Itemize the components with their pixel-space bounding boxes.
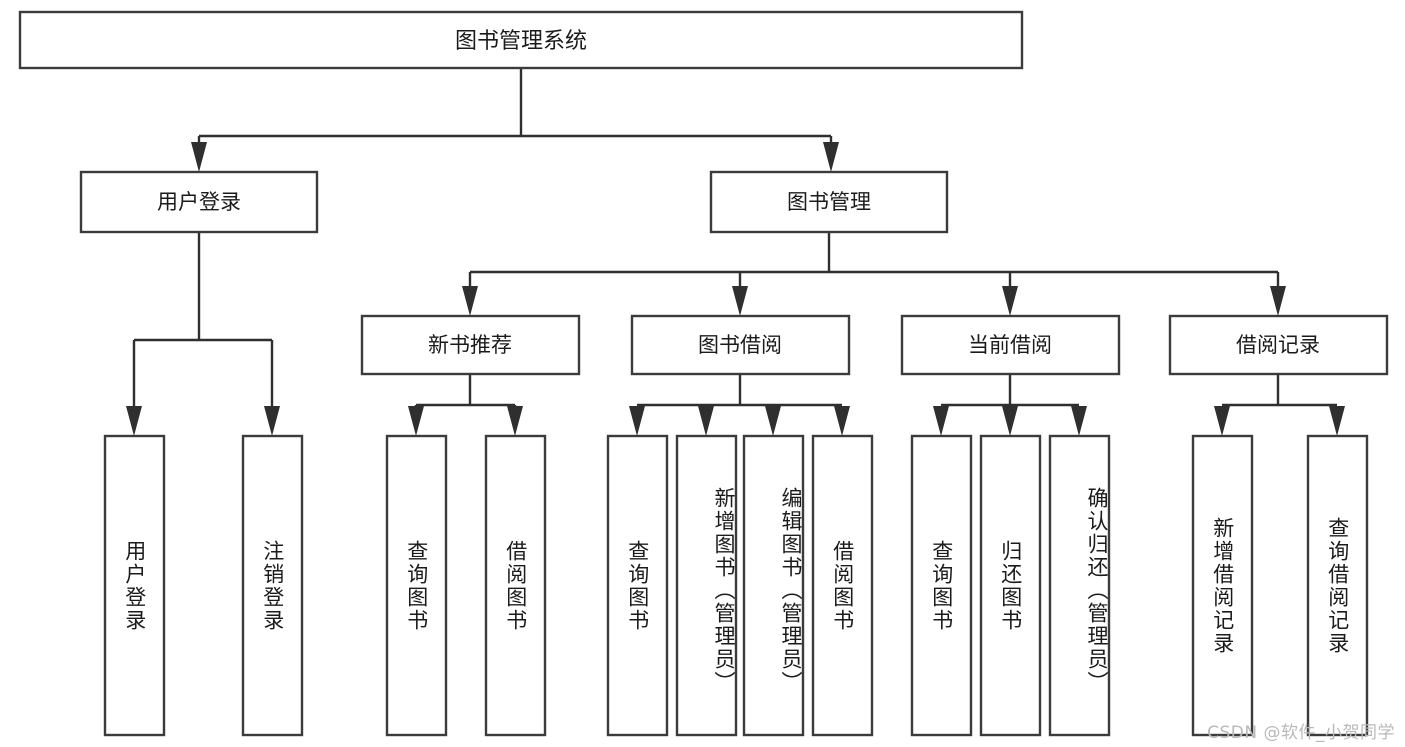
node-book-borrow-label: 图书借阅 (698, 333, 782, 357)
arrow-head-leaf-user-login (126, 406, 142, 436)
leaf-box-borrow-query[interactable] (606, 434, 669, 737)
node-book-borrow-box[interactable] (630, 314, 851, 376)
arrow-head-borrow-leaf-4 (834, 406, 850, 436)
arrow-head-leaf-logout (264, 406, 280, 436)
node-user-login-box[interactable] (79, 170, 319, 234)
arrow-head-newbook-leaf-2 (507, 406, 523, 436)
leaf-box-current-confirm[interactable] (1048, 434, 1111, 737)
node-book-management-label: 图书管理 (787, 190, 871, 214)
arrow-head-current-borrow (1002, 286, 1018, 316)
arrow-head-borrow-leaf-2 (698, 406, 714, 436)
node-borrow-record-box[interactable] (1168, 314, 1389, 376)
node-borrow-record-label: 借阅记录 (1236, 333, 1320, 357)
node-current-borrow-box[interactable] (900, 314, 1121, 376)
watermark-text: CSDN @软件_小贺同学 (1207, 723, 1395, 743)
leaf-box-record-query[interactable] (1306, 434, 1369, 737)
leaf-box-current-return[interactable] (979, 434, 1042, 737)
arrow-head-borrow-record (1270, 286, 1286, 316)
arrow-head-borrow-leaf-3 (765, 406, 781, 436)
node-book-borrow[interactable]: 图书借阅 (630, 314, 851, 376)
arrow-head-borrow-leaf-1 (629, 406, 645, 436)
leaf-box-logout[interactable] (241, 434, 304, 737)
arrow-head-current-leaf-1 (933, 406, 949, 436)
arrow-head-newbook-leaf-1 (408, 406, 424, 436)
arrow-head-current-leaf-3 (1071, 406, 1087, 436)
node-book-management[interactable]: 图书管理 (709, 170, 949, 234)
node-root[interactable]: 图书管理系统 (18, 10, 1024, 70)
node-user-login-label: 用户登录 (157, 190, 241, 214)
arrow-head-record-leaf-1 (1214, 406, 1230, 436)
node-new-book-recommend-label: 新书推荐 (428, 333, 512, 357)
arrow-head-new-book-rec (462, 286, 478, 316)
arrow-head-book-borrow (732, 286, 748, 316)
node-new-book-recommend[interactable]: 新书推荐 (360, 314, 581, 376)
arrow-head-current-leaf-2 (1002, 406, 1018, 436)
leaf-box-newbook-query[interactable] (385, 434, 448, 737)
leaf-box-user-login[interactable] (103, 434, 166, 737)
connector-layer (126, 68, 1345, 436)
leaf-box-group (103, 434, 1369, 737)
node-book-management-box[interactable] (709, 170, 949, 234)
leaf-box-borrow-add[interactable] (675, 434, 738, 737)
node-root-box[interactable] (18, 10, 1024, 70)
node-current-borrow[interactable]: 当前借阅 (900, 314, 1121, 376)
arrow-head-record-leaf-2 (1329, 406, 1345, 436)
node-new-book-recommend-box[interactable] (360, 314, 581, 376)
arrow-head-book-mgmt (823, 142, 839, 172)
node-user-login[interactable]: 用户登录 (79, 170, 319, 234)
leaf-box-record-add[interactable] (1191, 434, 1254, 737)
leaf-box-newbook-borrow[interactable] (484, 434, 547, 737)
leaf-box-current-query[interactable] (910, 434, 973, 737)
arrow-head-user-login (191, 142, 207, 172)
leaf-box-borrow-edit[interactable] (742, 434, 805, 737)
node-root-label: 图书管理系统 (455, 29, 587, 54)
node-current-borrow-label: 当前借阅 (968, 333, 1052, 357)
leaf-box-borrow-borrow[interactable] (811, 434, 874, 737)
node-borrow-record[interactable]: 借阅记录 (1168, 314, 1389, 376)
